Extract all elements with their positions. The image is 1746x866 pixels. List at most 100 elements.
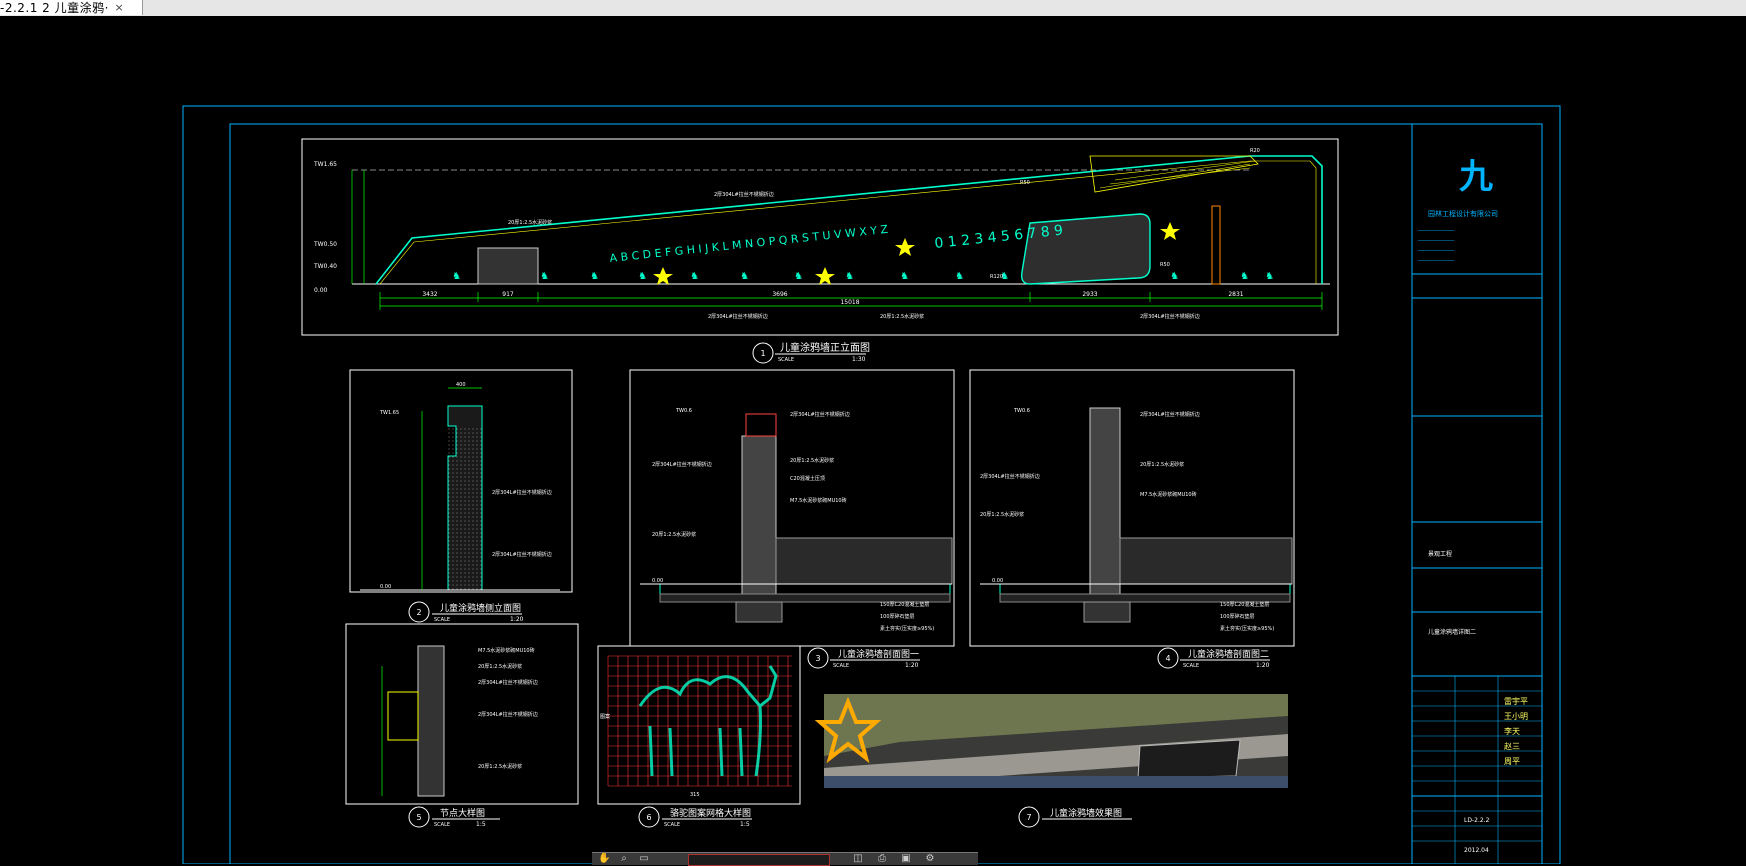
svg-text:100厚碎石垫层: 100厚碎石垫层 [880, 613, 915, 620]
svg-text:SCALE: SCALE [778, 357, 794, 363]
tab-title: -2.2.1 2 儿童涂鸦 [0, 1, 105, 15]
print-icon[interactable]: ⎙ [878, 853, 886, 864]
svg-text:♞: ♞ [1000, 271, 1009, 282]
svg-text:♞: ♞ [690, 271, 699, 282]
svg-text:♞: ♞ [740, 271, 749, 282]
command-input[interactable] [688, 854, 830, 866]
zoom-icon[interactable]: ⌕ [621, 853, 627, 864]
svg-text:1:5: 1:5 [740, 821, 750, 828]
document-tab[interactable]: -2.2.1 2 儿童涂鸦· × [0, 0, 143, 15]
svg-text:2厚304L#拉丝不锈钢折边: 2厚304L#拉丝不锈钢折边 [652, 461, 712, 468]
svg-text:100厚碎石垫层: 100厚碎石垫层 [1220, 613, 1255, 620]
svg-text:20厚1:2.5水泥砂浆: 20厚1:2.5水泥砂浆 [478, 663, 522, 670]
svg-text:M7.5水泥砂浆砌MU10砖: M7.5水泥砂浆砌MU10砖 [790, 497, 847, 504]
view-title-6: 6 骆驼图案网格大样图 SCALE 1:5 [638, 806, 752, 828]
cad-drawing: 九 园林工程设计有限公司 ──────────── ──────────── ──… [182, 105, 1561, 864]
svg-text:150厚C20混凝土垫层: 150厚C20混凝土垫层 [1220, 601, 1269, 608]
view-front-elevation: A B C D E F G H I J K L M N O P Q R S T … [301, 138, 1339, 336]
svg-text:────────────: ──────────── [1417, 238, 1455, 244]
svg-text:6: 6 [646, 813, 651, 822]
svg-text:TW1.65: TW1.65 [379, 410, 399, 416]
svg-text:20厚1:2.5水泥砂浆: 20厚1:2.5水泥砂浆 [652, 531, 696, 538]
view-camel-grid: 图案 315 [597, 645, 801, 805]
svg-text:1:20: 1:20 [510, 616, 524, 623]
svg-text:20厚1:2.5水泥砂浆: 20厚1:2.5水泥砂浆 [478, 763, 522, 770]
layer-icon[interactable]: ◫ [853, 853, 863, 864]
bottom-toolbar: ✋ ⌕ ▭ ◫ ⎙ ▣ ⚙ [592, 852, 978, 866]
sheet-outer-frame [182, 105, 1561, 864]
svg-text:400: 400 [456, 382, 466, 388]
radius-label: R50 [1020, 180, 1030, 186]
signature: 王小明 [1504, 712, 1528, 721]
save-icon[interactable]: ▣ [901, 853, 911, 864]
svg-text:♞: ♞ [845, 271, 854, 282]
svg-text:2厚304L#拉丝不锈钢折边: 2厚304L#拉丝不锈钢折边 [478, 679, 538, 686]
view-title-5: 5 节点大样图 SCALE 1:5 [408, 806, 500, 828]
dimension-label: 917 [502, 291, 514, 298]
svg-text:2厚304L#拉丝不锈钢折边: 2厚304L#拉丝不锈钢折边 [492, 489, 552, 496]
svg-text:素土夯实(压实度≥95%): 素土夯实(压实度≥95%) [880, 625, 934, 632]
cad-drawing-canvas[interactable]: 九 园林工程设计有限公司 ──────────── ──────────── ──… [0, 16, 1746, 864]
tab-modified-mark: · [104, 0, 109, 15]
view-section-2: TW0.6 2厚304L#拉丝不锈钢折边 20厚1:2.5水泥砂浆 M7.5水泥… [969, 369, 1295, 647]
elevation-label: TW0.40 [313, 263, 337, 270]
svg-text:儿童涂鸦墙剖面图一: 儿童涂鸦墙剖面图一 [838, 648, 919, 660]
svg-text:2厚304L#拉丝不锈钢折边: 2厚304L#拉丝不锈钢折边 [790, 411, 850, 418]
radius-label: R50 [1160, 262, 1170, 268]
svg-text:1:20: 1:20 [905, 662, 919, 669]
svg-text:儿童涂鸦墙正立面图: 儿童涂鸦墙正立面图 [780, 341, 870, 354]
dimension-label: 2831 [1228, 291, 1243, 298]
view-section-1: TW0.6 2厚304L#拉丝不锈钢折边 20厚1:2.5水泥砂浆 C20混凝土… [629, 369, 955, 647]
svg-text:♞: ♞ [1240, 271, 1249, 282]
sheet-name: 儿童涂鸦墙详图二 [1428, 628, 1476, 636]
project-name: 景观工程 [1428, 550, 1452, 558]
view-title-3: 3 儿童涂鸦墙剖面图一 SCALE 1:20 [807, 647, 920, 669]
close-icon[interactable]: × [114, 1, 124, 14]
window-icon[interactable]: ▭ [639, 853, 649, 864]
svg-text:────────────: ──────────── [1417, 248, 1455, 254]
elevation-label: TW1.65 [313, 161, 337, 168]
view-side-elevation: 400 TW1.65 0.00 2厚304L#拉丝不锈钢折边 2厚304L#拉丝… [349, 369, 573, 593]
svg-text:儿童涂鸦墙剖面图二: 儿童涂鸦墙剖面图二 [1188, 648, 1269, 660]
svg-text:♞: ♞ [540, 271, 549, 282]
elevation-label: 0.00 [314, 287, 328, 294]
settings-icon[interactable]: ⚙ [925, 853, 935, 864]
pan-icon[interactable]: ✋ [598, 853, 611, 864]
view-rendering [814, 694, 1288, 788]
svg-text:────────────: ──────────── [1417, 258, 1455, 264]
svg-text:节点大样图: 节点大样图 [440, 807, 485, 819]
dimension-label: 3696 [772, 291, 787, 298]
elevation-label: TW0.50 [313, 241, 337, 248]
svg-text:♞: ♞ [1170, 271, 1179, 282]
view-title-4: 4 儿童涂鸦墙剖面图二 SCALE 1:20 [1157, 647, 1270, 669]
sheet-date: 2012.04 [1464, 847, 1489, 854]
view-title-1: 1 儿童涂鸦墙正立面图 SCALE 1:30 [752, 341, 870, 364]
svg-text:0.00: 0.00 [992, 578, 1003, 584]
svg-text:儿童涂鸦墙侧立面图: 儿童涂鸦墙侧立面图 [440, 602, 521, 614]
dimension-label: 2933 [1082, 291, 1097, 298]
svg-text:C20混凝土压顶: C20混凝土压顶 [790, 475, 825, 482]
svg-text:20厚1:2.5水泥砂浆: 20厚1:2.5水泥砂浆 [980, 511, 1024, 518]
svg-text:315: 315 [690, 792, 700, 798]
material-note: 2厚304L#拉丝不锈钢折边 [1140, 313, 1200, 320]
svg-text:♞: ♞ [452, 271, 461, 282]
svg-text:2厚304L#拉丝不锈钢折边: 2厚304L#拉丝不锈钢折边 [478, 711, 538, 718]
view-title-7: 7 儿童涂鸦墙效果图 [1018, 806, 1132, 828]
radius-label: R20 [1250, 148, 1260, 154]
material-note: 20厚1:2.5水泥砂浆 [508, 219, 552, 226]
svg-text:SCALE: SCALE [1183, 663, 1199, 669]
svg-text:SCALE: SCALE [434, 617, 450, 623]
svg-text:0.00: 0.00 [380, 584, 391, 590]
signature: 周平 [1504, 757, 1520, 766]
sheet-number: LD-2.2.2 [1464, 817, 1490, 824]
svg-text:♞: ♞ [955, 271, 964, 282]
company-name: 园林工程设计有限公司 [1428, 209, 1498, 218]
svg-text:♞: ♞ [794, 271, 803, 282]
material-note: 2厚304L#拉丝不锈钢折边 [708, 313, 768, 320]
svg-text:♞: ♞ [900, 271, 909, 282]
signature: 赵三 [1504, 741, 1520, 751]
svg-text:M7.5水泥砂浆砌MU10砖: M7.5水泥砂浆砌MU10砖 [478, 647, 535, 654]
signature: 雷宇平 [1504, 696, 1528, 706]
svg-text:2厚304L#拉丝不锈钢折边: 2厚304L#拉丝不锈钢折边 [980, 473, 1040, 480]
company-logo: 九 [1459, 157, 1493, 197]
